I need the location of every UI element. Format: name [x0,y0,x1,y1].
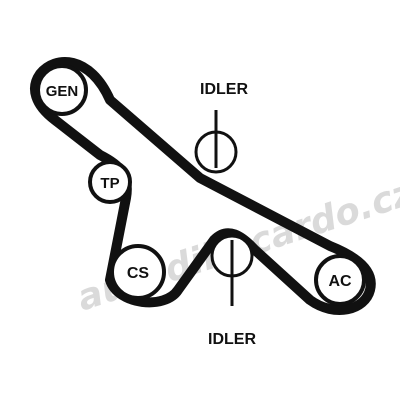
ac-pulley-label: AC [328,273,352,290]
idler-top-label: IDLER [200,81,248,98]
gen-pulley-circle [36,64,88,116]
cs-pulley-circle [110,244,166,300]
tp-pulley: TP [88,160,132,204]
gen-pulley: GEN [36,64,88,116]
idler-bottom: IDLER [208,234,256,348]
idler-top: IDLER [194,81,248,174]
cs-pulley-label: CS [127,265,150,282]
ac-pulley: AC [314,254,366,306]
idler-bottom-label: IDLER [208,331,256,348]
gen-pulley-label: GEN [46,83,79,100]
cs-pulley: CS [110,244,166,300]
ac-pulley-circle [314,254,366,306]
tp-pulley-label: TP [100,175,119,192]
tp-pulley-circle [88,160,132,204]
